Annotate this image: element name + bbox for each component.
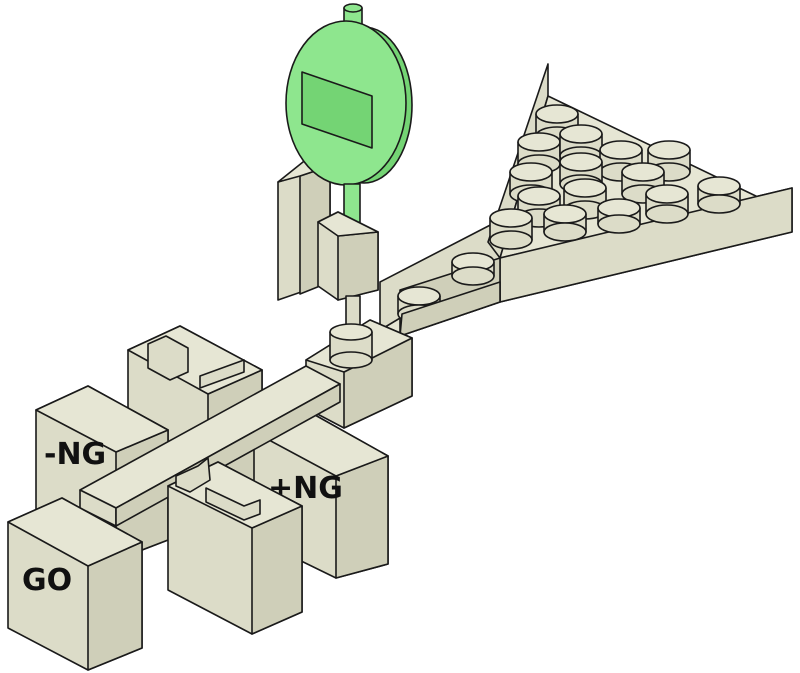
- part-cylinder: [697, 176, 741, 214]
- gate-flap-2: [205, 487, 261, 521]
- gate-actuator-2: [175, 457, 211, 493]
- go-label: GO: [22, 563, 72, 598]
- clamp-top: [317, 211, 379, 237]
- bin-middle-gate: [167, 457, 303, 635]
- minus-ng-label: -NG: [44, 437, 106, 472]
- gauge-display-window: [301, 71, 373, 149]
- bin-plus-ng-side: [335, 455, 389, 579]
- part-cylinder: [543, 204, 587, 242]
- bin-minus-ng-top: [35, 385, 169, 453]
- clamp-front: [337, 231, 379, 301]
- part-cylinder: [597, 198, 641, 234]
- part-cylinder: [645, 184, 689, 224]
- part-cylinder: [489, 208, 533, 250]
- chute-front-lip: [399, 281, 501, 337]
- parts-in-hopper: [397, 104, 741, 324]
- dial-gauge: [285, 3, 413, 237]
- part-cylinder: [451, 252, 495, 286]
- gate-flap-1: [199, 359, 245, 389]
- gate-actuator-1: [147, 335, 189, 381]
- bin-go-top: [7, 497, 143, 567]
- bin-go: GO: [7, 497, 143, 671]
- gauge-clamp: [317, 211, 379, 337]
